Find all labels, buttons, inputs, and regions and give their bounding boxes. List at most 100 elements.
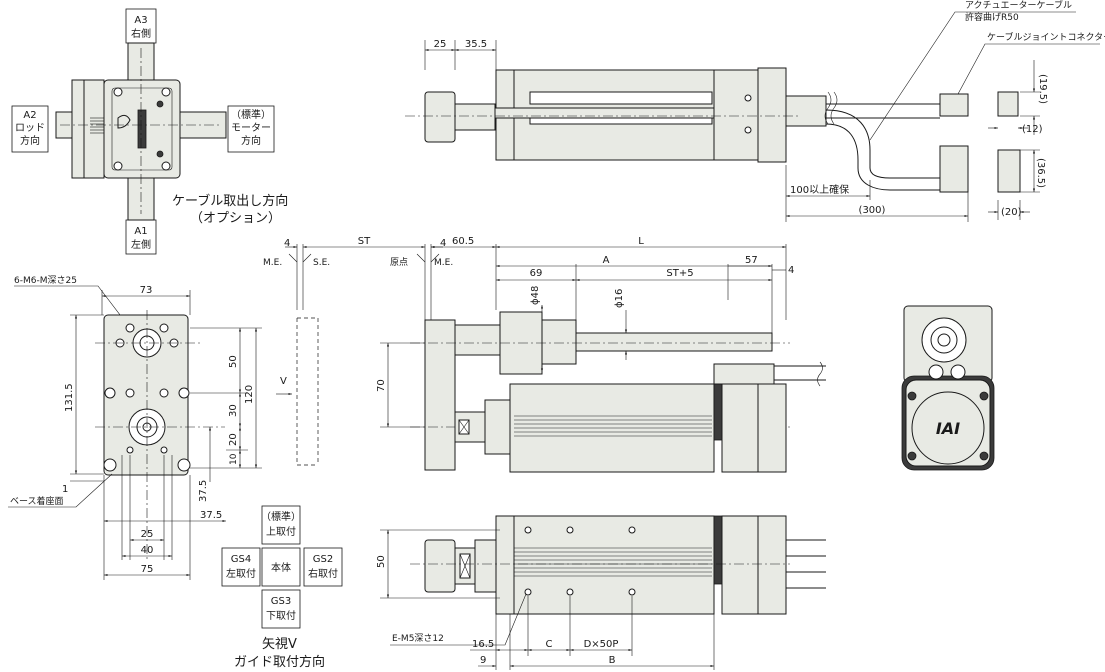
callout-tap-holes-top: 6-M6-M深さ25 bbox=[14, 275, 77, 286]
dim-9: 9 bbox=[480, 655, 486, 666]
dim-131-5: 131.5 bbox=[64, 383, 75, 412]
screw-icon bbox=[744, 126, 752, 134]
mount-hole-icon bbox=[178, 387, 190, 399]
dim-d-50p: D×50P bbox=[584, 639, 619, 650]
rod bbox=[494, 107, 728, 119]
guide-bottom-box bbox=[261, 589, 301, 629]
dim-300: (300) bbox=[859, 205, 886, 216]
bottom-band bbox=[713, 515, 723, 585]
rear-motor-circle bbox=[911, 391, 985, 465]
dim-50-v: 50 bbox=[228, 355, 239, 368]
dim-69: 69 bbox=[530, 268, 543, 279]
bottom-adapter bbox=[474, 539, 497, 593]
motor-dir-box bbox=[227, 105, 275, 153]
guide-center-box bbox=[261, 547, 301, 587]
dim-60-5: 60.5 bbox=[452, 236, 474, 247]
screw-icon bbox=[979, 391, 989, 401]
cable-exit-diagram: A3 右側 A1 左側 A2 ロッド 方向 （標準） モーター 方向 bbox=[11, 8, 288, 255]
a1-box bbox=[125, 219, 157, 255]
guide-top-box bbox=[261, 505, 301, 545]
mount-hole-icon bbox=[104, 387, 116, 399]
dim-20: (20) bbox=[1001, 207, 1022, 218]
motor-dir-3: 方向 bbox=[241, 134, 261, 147]
label-origin: 原点 bbox=[390, 257, 408, 268]
label-se: S.E. bbox=[313, 258, 330, 268]
dim-4-me: 4 bbox=[284, 238, 290, 249]
guide-left-1: GS4 bbox=[231, 554, 251, 565]
guide-bottom-2: 下取付 bbox=[266, 609, 296, 622]
tap-hole-icon bbox=[524, 526, 532, 534]
dim-4-right: 4 bbox=[788, 265, 794, 276]
tap-hole-icon bbox=[126, 446, 134, 454]
dim-4-origin: 4 bbox=[440, 238, 446, 249]
iai-logo: IAI bbox=[936, 419, 960, 438]
logo-mark-icon bbox=[117, 114, 131, 129]
motor-fins bbox=[514, 415, 712, 437]
dim-1: 1 bbox=[62, 484, 68, 495]
a2-label-2: 方向 bbox=[20, 134, 40, 147]
rod-end-block bbox=[424, 91, 456, 143]
guide-top-1: （標準） bbox=[261, 510, 301, 523]
label-v: V bbox=[280, 376, 287, 387]
dim-40: 40 bbox=[141, 545, 154, 556]
bottom-body bbox=[513, 515, 715, 615]
label-plate-icon bbox=[137, 109, 147, 149]
callout-cable-joint: ケーブルジョイントコネクター bbox=[987, 31, 1105, 43]
mount-hole-icon bbox=[177, 458, 191, 472]
cable-box bbox=[713, 363, 775, 385]
screw-icon bbox=[161, 87, 171, 97]
dim-37-5-h: 37.5 bbox=[200, 510, 222, 521]
callout-tap-holes-bottom: E-M5深さ12 bbox=[392, 633, 444, 644]
motor-band bbox=[713, 383, 723, 441]
motor-block bbox=[713, 69, 759, 161]
tap-hole-icon bbox=[628, 588, 636, 596]
rear-end-view: IAI bbox=[901, 305, 995, 471]
bottom-cap bbox=[757, 515, 787, 615]
dim-37-5-v: 37.5 bbox=[198, 480, 209, 502]
side-frame bbox=[71, 79, 105, 179]
dim-50-bottom: 50 bbox=[376, 555, 387, 568]
dim-100: 100以上確保 bbox=[790, 183, 849, 196]
motor-dir-2: モーター bbox=[231, 122, 271, 134]
dim-73: 73 bbox=[140, 285, 153, 296]
guide-center: 本体 bbox=[271, 561, 291, 574]
tap-hole-icon bbox=[566, 588, 574, 596]
dim-57: 57 bbox=[745, 255, 758, 266]
cable-exit-title: ケーブル取出し方向 bbox=[172, 193, 288, 209]
motor-adapter bbox=[484, 399, 511, 455]
cable-exit bbox=[785, 95, 827, 127]
guide-right-1: GS2 bbox=[313, 554, 333, 565]
screw-icon bbox=[113, 161, 123, 171]
dim-st-5: ST+5 bbox=[666, 268, 693, 279]
guide-right-2: 右取付 bbox=[308, 567, 338, 580]
dim-c: C bbox=[546, 639, 553, 650]
motor-cap bbox=[757, 383, 787, 473]
a1-side: 左側 bbox=[131, 238, 151, 251]
motor-rear bbox=[721, 383, 759, 473]
a3-side: 右側 bbox=[131, 27, 151, 40]
rear-connector-icon bbox=[928, 364, 944, 380]
front-face-view: 73 6-M6-M深さ25 131.5 1 bbox=[8, 275, 262, 580]
dim-a: A bbox=[603, 255, 610, 266]
screw-icon bbox=[907, 451, 917, 461]
bottom-rod-end bbox=[424, 539, 456, 593]
dim-120: 120 bbox=[244, 385, 255, 404]
screw-icon bbox=[744, 94, 752, 102]
dim-25-top: 25 bbox=[434, 39, 447, 50]
callout-actuator-cable-2: 許容曲げR50 bbox=[965, 11, 1019, 23]
dim-10: 10 bbox=[229, 453, 239, 465]
top-view: 25 35.5 (19.5) (12) bbox=[405, 0, 1105, 222]
screw-icon bbox=[907, 391, 917, 401]
guide-left-box bbox=[221, 547, 261, 587]
a2-label-1: ロッド bbox=[15, 123, 45, 134]
dim-36-5: (36.5) bbox=[1035, 158, 1046, 188]
a2-code: A2 bbox=[23, 110, 36, 121]
motor-cover bbox=[757, 67, 787, 163]
guide-bottom-1: GS3 bbox=[271, 596, 291, 607]
view-v-title: 矢視V bbox=[262, 637, 297, 652]
tap-hole-icon bbox=[125, 388, 135, 398]
dim-25-bottom: 25 bbox=[141, 529, 154, 540]
tap-hole-icon bbox=[628, 526, 636, 534]
